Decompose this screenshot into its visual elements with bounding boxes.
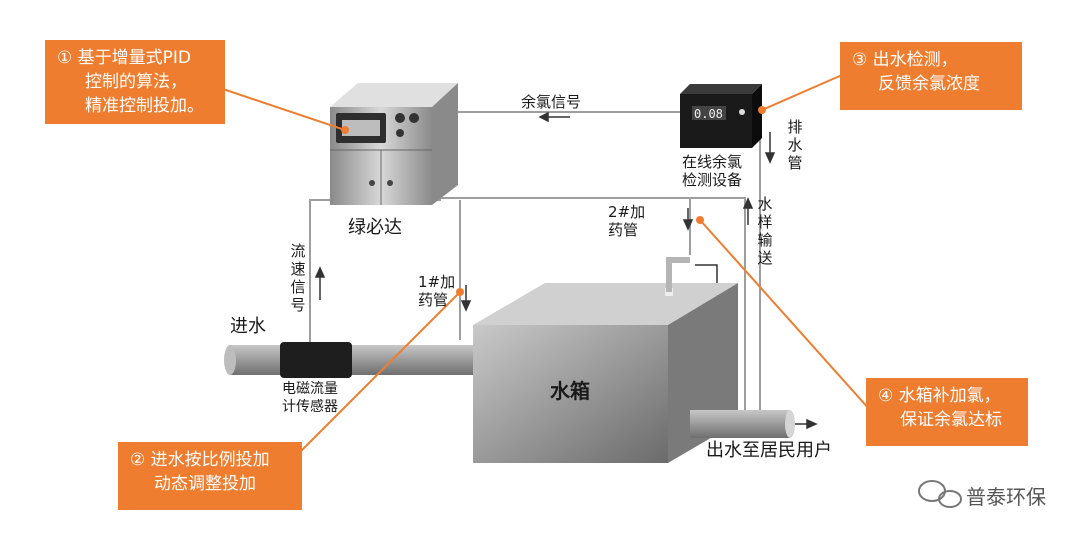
callout-text: 控制的算法， — [85, 72, 187, 92]
analyzer-display: 0.08 — [694, 107, 723, 121]
callout-proportional-dosing: ② 进水按比例投加 动态调整投加 — [118, 442, 302, 510]
callout-text: ④ 水箱补加氯， — [878, 386, 1001, 406]
dosing-pipe-2-line: 2#加 — [608, 203, 646, 221]
callout-text: 反馈余氯浓度 — [878, 74, 980, 94]
tank-label: 水箱 — [550, 379, 590, 403]
callout-text: 精准控制投加。 — [85, 96, 204, 116]
leader-lines — [219, 74, 871, 456]
sample-delivery-label: 水样输送 — [757, 195, 773, 267]
wechat-icon — [918, 480, 962, 508]
flow-arrows — [314, 111, 818, 430]
callout-pid-control: ① 基于增量式PID 控制的算法， 精准控制投加。 — [45, 40, 225, 124]
flowmeter-label-line: 电磁流量 — [282, 381, 338, 397]
brand-name: 普泰环保 — [966, 485, 1046, 509]
outlet-label: 出水至居民用户 — [706, 440, 832, 461]
water-tank — [473, 257, 738, 463]
dosing-pipe-1-line: 1#加 — [418, 273, 456, 291]
outlet-pipe — [690, 410, 795, 438]
callout-text: ③ 出水检测， — [852, 50, 958, 70]
analyzer-label-line: 在线余氯 — [682, 153, 743, 171]
callout-text: ① 基于增量式PID — [57, 48, 191, 68]
callout-tank-rechlorination: ④ 水箱补加氯， 保证余氯达标 — [866, 378, 1028, 446]
chlorine-analyzer — [680, 84, 762, 148]
flowmeter-label-line: 计传感器 — [282, 399, 338, 415]
controller-label: 绿必达 — [348, 217, 402, 238]
residual-chlorine-signal-label: 余氯信号 — [521, 93, 582, 111]
callout-text: 动态调整投加 — [154, 474, 256, 494]
flow-signal-label: 流速信号 — [290, 242, 306, 314]
callout-outlet-detection: ③ 出水检测， 反馈余氯浓度 — [840, 42, 1022, 110]
controller-cabinet — [330, 83, 458, 205]
dosing-pipe-2-line: 药管 — [608, 221, 639, 239]
inlet-label: 进水 — [230, 316, 266, 337]
flowmeter-label: 电磁流量 计传感器 — [282, 380, 338, 416]
dosing-pipe-1-label: 1#加 药管 — [418, 273, 455, 309]
leader-dots — [341, 106, 766, 296]
inlet-pipe — [224, 342, 480, 378]
callout-text: ② 进水按比例投加 — [130, 450, 270, 470]
analyzer-label: 在线余氯 检测设备 — [682, 153, 742, 189]
dosing-pipe-2-label: 2#加 药管 — [608, 203, 645, 239]
analyzer-label-line: 检测设备 — [682, 171, 743, 189]
callout-text: 保证余氯达标 — [900, 410, 1002, 430]
dosing-pipe-1-line: 药管 — [418, 291, 449, 309]
drain-pipe-label: 排水管 — [787, 118, 803, 172]
